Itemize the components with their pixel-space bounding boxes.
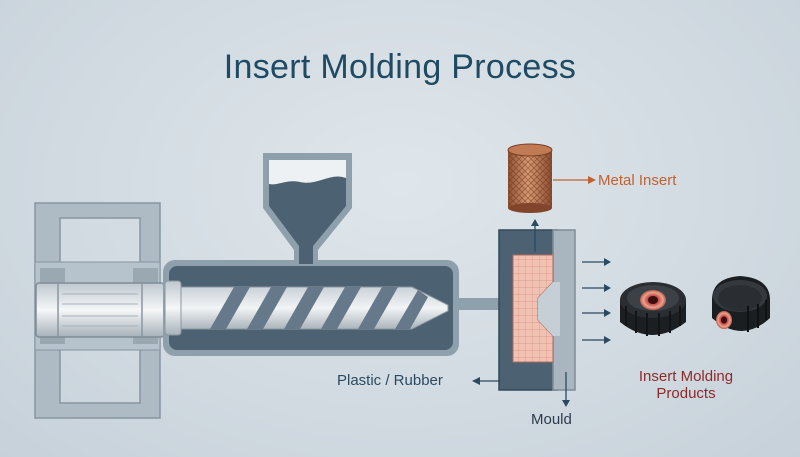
nozzle-pipe <box>459 298 501 310</box>
mould <box>498 229 576 391</box>
hopper <box>263 153 352 264</box>
plastic-rubber-label: Plastic / Rubber <box>337 372 443 389</box>
molded-product-side <box>712 276 770 332</box>
metal-insert-label: Metal Insert <box>598 172 677 189</box>
arrow-heads <box>472 176 611 407</box>
diagram-title: Insert Molding Process <box>223 48 577 86</box>
arrows <box>478 179 606 402</box>
screw <box>164 280 449 336</box>
metal-insert <box>507 143 553 213</box>
mould-label: Mould <box>531 411 572 428</box>
products-label: Insert Molding Products <box>638 368 734 402</box>
molded-product-front <box>620 282 686 336</box>
coupling <box>35 282 165 338</box>
